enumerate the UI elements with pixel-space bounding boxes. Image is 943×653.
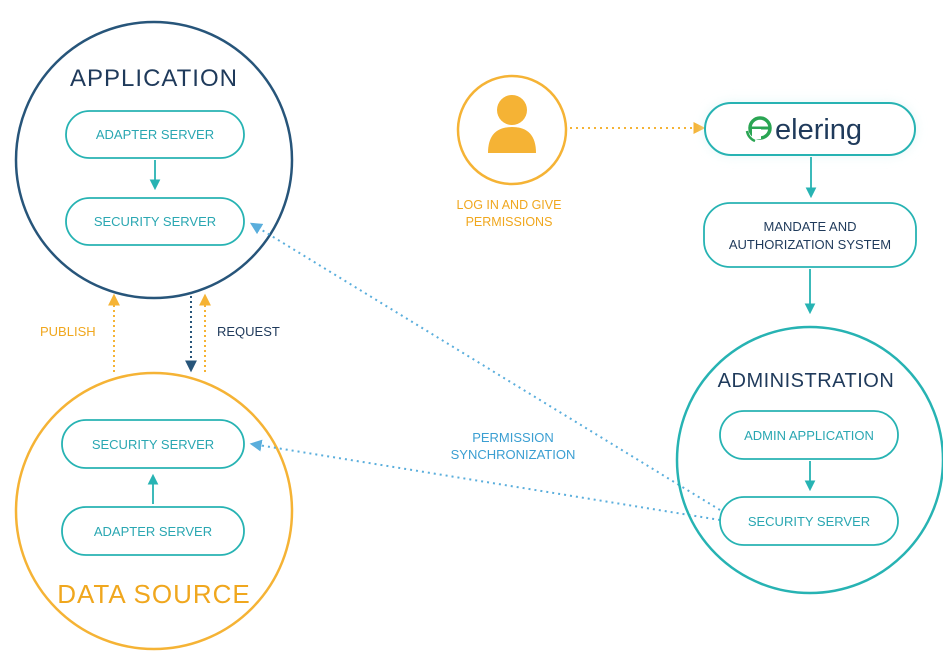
app-security-server-node[interactable]: SECURITY SERVER <box>65 197 245 246</box>
ds-adapter-server-label: ADAPTER SERVER <box>94 524 212 539</box>
administration-title: ADMINISTRATION <box>718 370 895 392</box>
app-security-server-label: SECURITY SERVER <box>94 214 216 229</box>
permission-label-line1: PERMISSION <box>472 430 554 445</box>
permission-sync-flows: PERMISSION SYNCHRONIZATION <box>249 222 721 521</box>
publish-label: PUBLISH <box>40 324 96 339</box>
administration-circle <box>675 325 943 595</box>
ds-security-server-node[interactable]: SECURITY SERVER <box>61 419 245 469</box>
mandate-label-line1: MANDATE AND <box>764 219 857 234</box>
admin-security-server-label: SECURITY SERVER <box>748 514 870 529</box>
app-adapter-server-label: ADAPTER SERVER <box>96 127 214 142</box>
sync-line-to-app <box>249 222 721 511</box>
user-label-line2: PERMISSIONS <box>466 215 553 229</box>
application-title: APPLICATION <box>70 65 238 92</box>
elering-e-icon <box>745 116 772 143</box>
app-adapter-server-node[interactable]: ADAPTER SERVER <box>65 110 245 159</box>
admin-application-label: ADMIN APPLICATION <box>744 428 874 443</box>
elering-group: elering <box>704 102 916 199</box>
request-label: REQUEST <box>217 324 280 339</box>
admin-security-server-node[interactable]: SECURITY SERVER <box>719 496 899 546</box>
publish-request-flows: PUBLISH REQUEST <box>40 293 280 373</box>
user-label-line1: LOG IN AND GIVE <box>457 198 562 212</box>
person-icon <box>488 95 536 153</box>
data-source-circle <box>14 371 294 651</box>
permission-label-line2: SYNCHRONIZATION <box>451 447 576 462</box>
elering-node[interactable] <box>704 102 916 156</box>
user-group: LOG IN AND GIVE PERMISSIONS <box>457 74 706 229</box>
admin-application-node[interactable]: ADMIN APPLICATION <box>719 410 899 460</box>
data-source-group: SECURITY SERVER ADAPTER SERVER DATA SOUR… <box>14 371 294 651</box>
mandate-label-line2: AUTHORIZATION SYSTEM <box>729 237 891 252</box>
mandate-node[interactable]: MANDATE AND AUTHORIZATION SYSTEM <box>703 202 917 268</box>
elering-name: elering <box>775 114 862 146</box>
ds-security-server-label: SECURITY SERVER <box>92 437 214 452</box>
ds-adapter-server-node[interactable]: ADAPTER SERVER <box>61 506 245 556</box>
administration-group: ADMINISTRATION ADMIN APPLICATION SECURIT… <box>675 325 943 595</box>
sync-line-to-datasource <box>249 439 721 521</box>
application-circle <box>14 20 294 300</box>
data-source-title: DATA SOURCE <box>57 579 251 609</box>
application-group: APPLICATION ADAPTER SERVER SECURITY SERV… <box>14 20 294 300</box>
